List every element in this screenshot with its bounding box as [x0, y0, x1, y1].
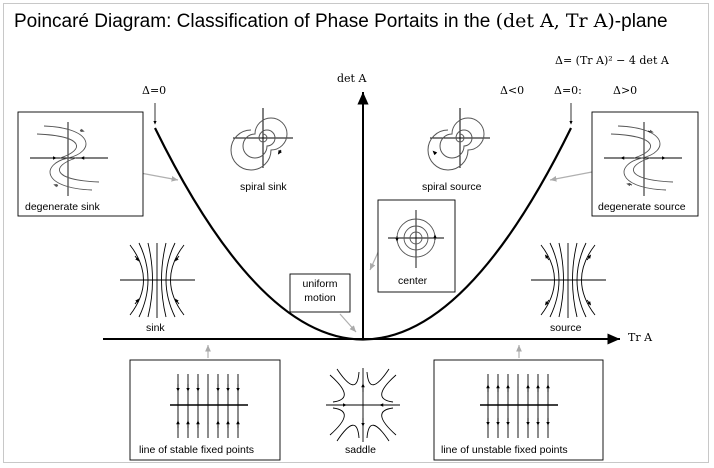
line-unstable-box: [433, 359, 604, 461]
center-box: [377, 199, 456, 293]
uniform-motion-pointer: [339, 313, 357, 333]
spiral-sink-portrait: [230, 108, 293, 171]
spiral-source-label: spiral source: [422, 181, 482, 193]
sink-portrait: [120, 242, 195, 318]
spiral-sink-label: spiral sink: [240, 181, 287, 193]
degenerate-source-portrait: [604, 122, 682, 196]
spiral-source-portrait: [427, 108, 490, 171]
line-stable-portrait: [170, 374, 248, 438]
diagram-title: Poincaré Diagram: Classification of Phas…: [14, 10, 668, 33]
degenerate-source-pointer: [549, 171, 593, 182]
line-unstable-portrait: [480, 374, 558, 438]
saddle-portrait: [326, 368, 400, 442]
line-unstable-label: line of unstable fixed points: [441, 444, 568, 456]
center-portrait: [388, 210, 444, 268]
title-math: (det A, Tr A): [495, 10, 615, 32]
degenerate-sink-portrait: [30, 122, 108, 196]
degenerate-source-label: degenerate source: [598, 201, 686, 213]
degenerate-source-box: [591, 111, 699, 217]
line-stable-box: [129, 359, 281, 461]
figure-frame: [3, 3, 709, 463]
det-axis-label: det A: [337, 72, 367, 85]
uniform-motion-label: uniform motion: [302, 278, 338, 304]
source-label: source: [550, 322, 582, 334]
source-portrait: [531, 242, 606, 318]
line-stable-label: line of stable fixed points: [139, 444, 254, 456]
saddle-label: saddle: [345, 444, 376, 456]
delta-positive-label: Δ>0: [613, 84, 638, 97]
sink-label: sink: [146, 322, 165, 334]
degenerate-sink-label: degenerate sink: [25, 201, 100, 213]
delta-negative-label: Δ<0: [500, 84, 525, 97]
center-label: center: [398, 275, 428, 287]
title-text-suffix: -plane: [614, 11, 668, 32]
title-text-prefix: Poincaré Diagram: Classification of Phas…: [14, 11, 496, 32]
uniform-motion-box: [289, 273, 351, 313]
delta-zero-left-label: Δ=0: [142, 84, 167, 97]
delta-zero-right-label: Δ=0:: [554, 84, 582, 97]
discriminant-formula: Δ= (Tr A)² − 4 det A: [555, 54, 669, 67]
discriminant-zero-parabola: [154, 127, 572, 341]
trace-axis-label: Tr A: [628, 331, 653, 344]
